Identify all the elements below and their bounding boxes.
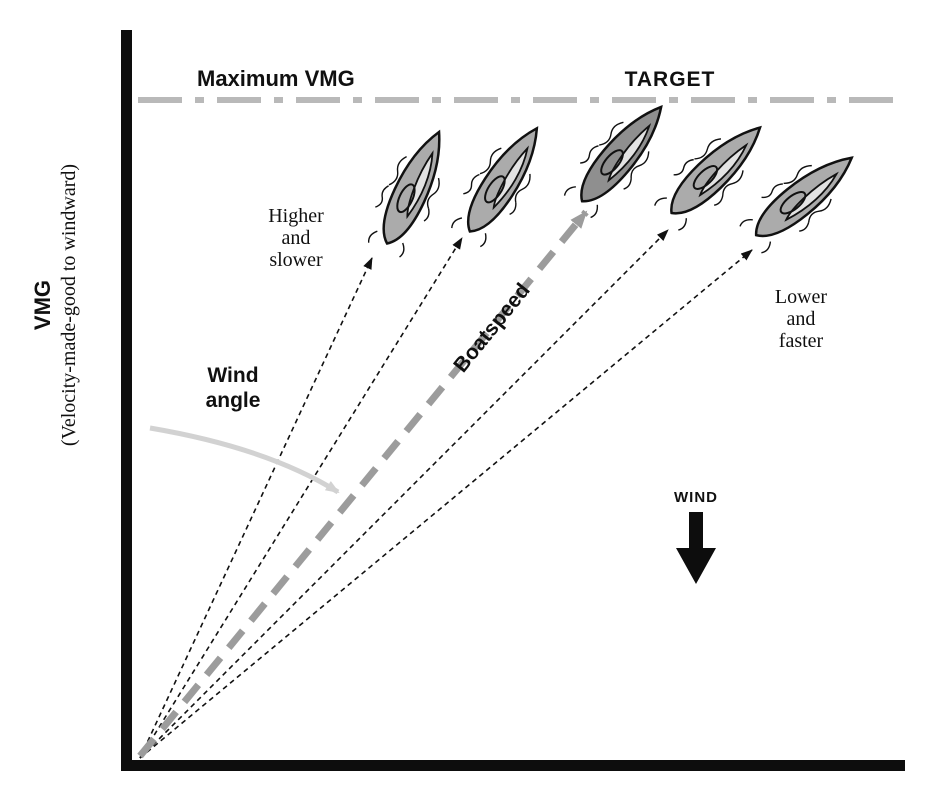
- lower-faster-line-3: faster: [779, 330, 824, 352]
- lower-faster-label: Lower and faster: [775, 286, 828, 352]
- y-axis-label: VMG (Velocity-made-good to windward): [30, 164, 80, 446]
- y-axis: [121, 30, 132, 771]
- wind-angle-arrow: [149, 425, 340, 495]
- boatspeed-label: Boatspeed: [449, 279, 534, 377]
- sailboat-1: [359, 119, 464, 262]
- lower-faster-line-2: and: [787, 308, 816, 330]
- lower-faster-line-1: Lower: [775, 286, 828, 308]
- vmg-vector-4: [139, 249, 753, 759]
- target-label: TARGET: [625, 68, 716, 91]
- wind-direction-arrow-icon: [676, 512, 716, 584]
- sailboat-4: [647, 107, 780, 238]
- higher-slower-line-1: Higher: [268, 205, 324, 227]
- higher-slower-line-3: slower: [269, 249, 323, 271]
- wind-angle-line-2: angle: [206, 389, 261, 412]
- vmg-vector-3: [139, 229, 669, 759]
- target-sailboat: [556, 89, 683, 225]
- maximum-vmg-label: Maximum VMG: [197, 66, 355, 91]
- sailboat-5: [733, 136, 870, 261]
- y-axis-title: VMG: [30, 280, 55, 330]
- sailboat-2: [442, 112, 560, 253]
- higher-slower-label: Higher and slower: [268, 205, 324, 271]
- x-axis: [121, 760, 905, 771]
- vmg-vector-2: [139, 237, 463, 759]
- wind-label: WIND: [674, 489, 718, 506]
- y-axis-subtitle: (Velocity-made-good to windward): [58, 164, 80, 446]
- wind-angle-label: Wind angle: [206, 364, 261, 412]
- boatspeed-vector: [137, 209, 589, 759]
- wind-angle-line-1: Wind: [207, 364, 258, 387]
- higher-slower-line-2: and: [282, 227, 311, 249]
- vmg-vector-1: [139, 257, 373, 759]
